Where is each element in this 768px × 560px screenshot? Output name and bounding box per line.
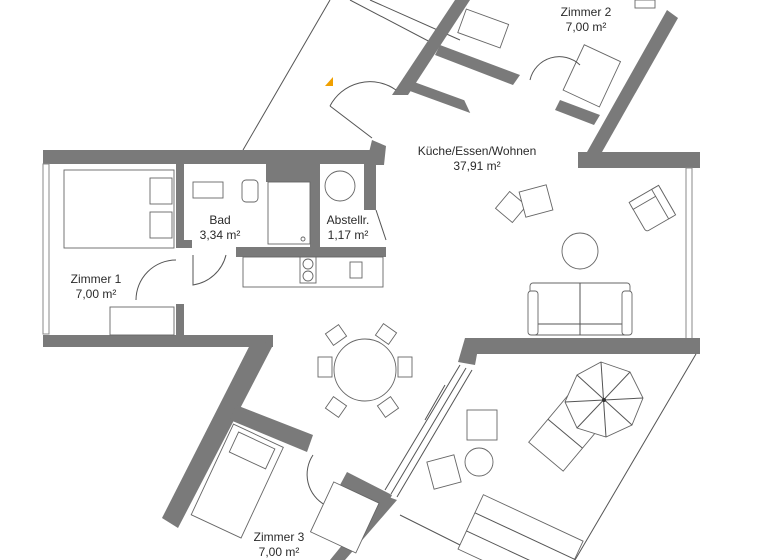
bed-zimmer1: [63, 169, 177, 336]
room-name: Küche/Essen/Wohnen: [417, 144, 537, 158]
furniture-zimmer3: [190, 423, 380, 554]
room-name: Zimmer 3: [253, 530, 305, 544]
room-label-kueche: Küche/Essen/Wohnen 37,91 m²: [418, 144, 537, 174]
bathroom-fixtures: [192, 179, 311, 286]
room-area: 1,17 m²: [327, 228, 369, 242]
entry-door: [329, 81, 397, 139]
dining-table: [317, 323, 413, 418]
living-furniture: [494, 184, 677, 336]
room-label-abstellraum: Abstellr. 1,17 m²: [327, 213, 370, 243]
room-area: 7,00 m²: [75, 287, 117, 301]
north-arrow-icon: [325, 77, 333, 86]
furniture-zimmer2: [457, 0, 656, 108]
room-area: 7,00 m²: [258, 545, 300, 559]
room-area: 7,00 m²: [565, 20, 607, 34]
room-name: Abstellr.: [326, 213, 370, 227]
storage-fixtures: [324, 170, 387, 241]
room-name: Zimmer 1: [70, 272, 122, 286]
room-label-bad: Bad 3,34 m²: [200, 213, 241, 243]
room-area: 3,34 m²: [199, 228, 241, 242]
room-label-zimmer3: Zimmer 3 7,00 m²: [254, 530, 305, 560]
sliding-door: [384, 364, 473, 498]
umbrella: [564, 361, 644, 438]
kitchen-counter: [242, 256, 384, 288]
room-name: Bad: [209, 213, 231, 227]
entry-terrace-outline: [242, 0, 461, 151]
room-name: Zimmer 2: [560, 5, 612, 19]
room-area: 37,91 m²: [453, 159, 501, 173]
room-label-zimmer1: Zimmer 1 7,00 m²: [71, 272, 122, 302]
terrace-furniture: [426, 361, 644, 560]
room-label-zimmer2: Zimmer 2 7,00 m²: [561, 5, 612, 35]
